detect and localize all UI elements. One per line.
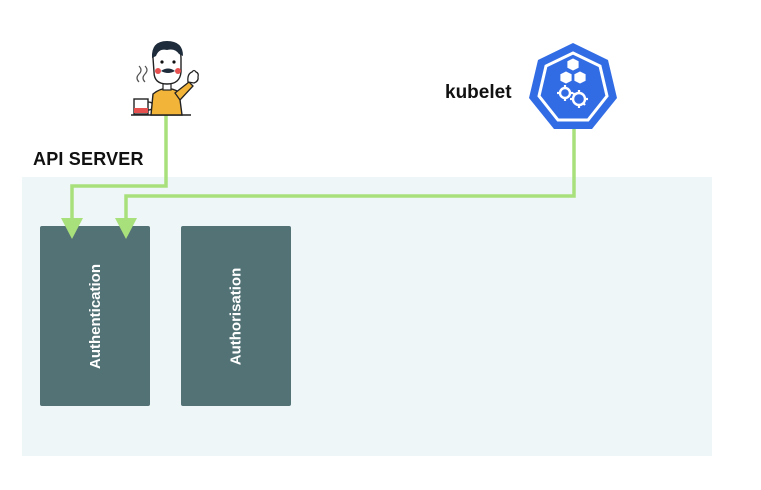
kubelet-label: kubelet: [445, 82, 512, 103]
api-server-label: API SERVER: [33, 149, 144, 169]
authorisation-module: Authorisation: [181, 226, 291, 406]
authorisation-label: Authorisation: [227, 267, 245, 365]
kubernetes-logo-icon: [527, 41, 619, 131]
authentication-label: Authentication: [86, 263, 104, 369]
person-with-coffee-icon: [125, 38, 210, 120]
authentication-module: Authentication: [40, 226, 150, 406]
